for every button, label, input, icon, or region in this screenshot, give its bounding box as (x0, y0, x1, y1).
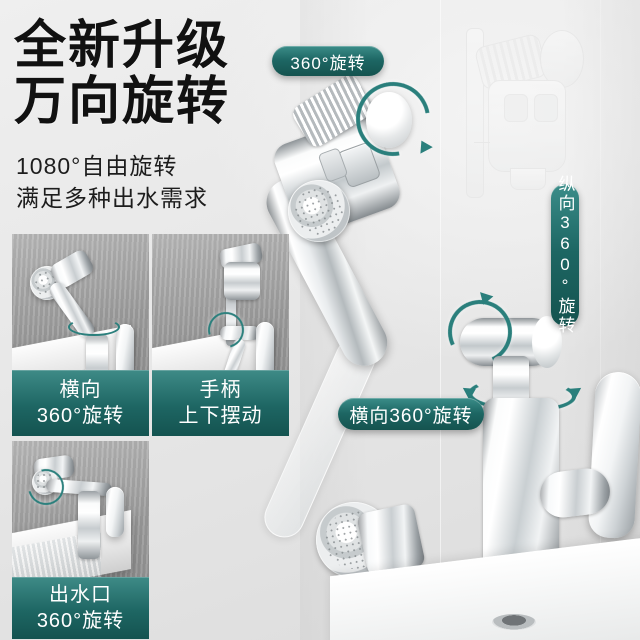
thumb-a-rotation-arrow-icon (68, 318, 120, 336)
wall-seam-b (600, 0, 601, 640)
page-subtitle: 1080°自由旋转 满足多种出水需求 (16, 150, 208, 214)
ghost-faucet-outline (452, 22, 584, 202)
headline-line-2: 万向旋转 (14, 73, 231, 131)
lever-handle-icon[interactable] (587, 370, 640, 540)
thumb-b-caption-line2: 上下摆动 (178, 405, 263, 427)
badge-vertical-rotation: 纵向360°旋转 (551, 175, 579, 335)
thumb-b-caption-line1: 手柄 (199, 379, 242, 401)
thumbnail-caption-a: 横向 360°旋转 (12, 370, 149, 436)
wall-seam-a (440, 0, 441, 640)
subtitle-line-1: 1080°自由旋转 (16, 153, 178, 179)
thumbnail-caption-c: 出水口 360°旋转 (12, 577, 149, 639)
thumb-c-lever-handle-icon (106, 487, 124, 537)
head-pivot-knob (366, 92, 412, 148)
sink-drain (492, 614, 536, 630)
thumbnail-outlet-rotation[interactable]: 出水口 360°旋转 (12, 441, 149, 639)
thumb-a-caption-line2: 360°旋转 (36, 405, 125, 427)
thumb-b-swing-arm (220, 326, 260, 340)
thumb-b-spray-head-icon (224, 262, 260, 300)
thumbnail-handle-swing[interactable]: 手柄 上下摆动 (152, 234, 289, 436)
thumbnail-caption-b: 手柄 上下摆动 (152, 370, 289, 436)
thumb-c-body (78, 491, 100, 559)
page-title: 全新升级 万向旋转 (14, 18, 230, 130)
subtitle-line-2: 满足多种出水需求 (16, 185, 208, 211)
thumb-b-lever-handle-icon (256, 322, 274, 380)
badge-horizontal-rotation: 横向360°旋转 (338, 398, 484, 430)
thumb-a-caption-line1: 横向 (59, 379, 102, 401)
main-spray-perforations (288, 180, 350, 242)
headline-line-1: 全新升级 (14, 17, 231, 75)
thumb-c-caption-line1: 出水口 (49, 584, 112, 606)
elbow-joint-cap (532, 316, 562, 368)
thumbnail-horizontal-rotation[interactable]: 横向 360°旋转 (12, 234, 149, 436)
thumb-a-lever-handle-icon (116, 324, 134, 380)
badge-top-rotation: 360°旋转 (272, 46, 384, 76)
thumb-c-caption-line2: 360°旋转 (36, 610, 125, 632)
